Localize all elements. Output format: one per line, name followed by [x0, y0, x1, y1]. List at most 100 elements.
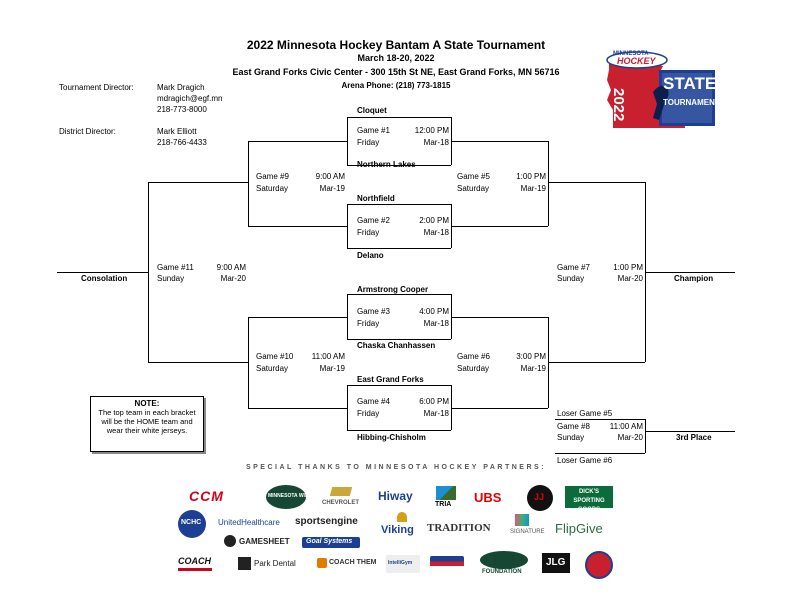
tria-logo-icon [436, 486, 456, 500]
sponsor-park-dental: Park Dental [254, 559, 296, 568]
game5-name: Game #5 [457, 172, 490, 181]
sponsor-jj: JJ [534, 492, 545, 502]
viking-icon [397, 512, 407, 522]
wild-foundation-logo-icon [480, 551, 528, 569]
game3-date: Mar-18 [423, 319, 449, 328]
tournament-director-email[interactable]: mdragich@egf.mn [157, 94, 223, 103]
district-director-name: Mark Elliott [157, 127, 197, 136]
sponsor-tradition: TRADITION [427, 522, 491, 534]
game3-name: Game #3 [357, 307, 390, 316]
sponsor-nchc-logo-icon [178, 510, 206, 538]
team-hibbing-chisholm: Hibbing-Chisholm [357, 433, 426, 442]
tournament-director-name: Mark Dragich [157, 83, 205, 92]
sponsor-ubs: UBS [474, 490, 502, 505]
game9-day: Saturday [256, 184, 289, 193]
game9-name: Game #9 [256, 172, 289, 181]
game4-time: 6:00 PM [419, 397, 449, 406]
game11-date: Mar-20 [220, 274, 246, 283]
game5-day: Saturday [457, 184, 490, 193]
sponsor-wild-logo-icon [266, 485, 306, 509]
loser-game6-label: Loser Game #6 [557, 456, 613, 465]
minnesota-state-shape-icon [606, 51, 715, 128]
coach-them-icon [317, 558, 327, 568]
tournament-director-label: Tournament Director: [59, 83, 134, 92]
game7-name: Game #7 [557, 263, 590, 272]
game1-name: Game #1 [357, 126, 390, 135]
team-delano: Delano [357, 251, 384, 260]
sponsor-gamesheet: GAMESHEET [239, 537, 290, 546]
goal-systems-box [302, 537, 360, 548]
sponsor-goal-systems: Goal Systems [306, 538, 353, 545]
game10-name: Game #10 [256, 352, 294, 361]
team-armstrong-cooper: Armstrong Cooper [357, 285, 429, 294]
sponsor-jlg: JLG [546, 557, 566, 568]
district-director-phone: 218-766-4433 [157, 138, 207, 147]
game6-name: Game #6 [457, 352, 490, 361]
logo-hockey-text: HOCKEY [617, 56, 656, 66]
sponsor-dicks: DICK'S SPORTING GOODS [573, 489, 605, 513]
game8-date: Mar-20 [617, 433, 643, 442]
dicks-logo-box [565, 486, 613, 508]
game10-time: 11:00 AM [311, 352, 345, 361]
gamesheet-logo-icon [224, 535, 236, 547]
game4-name: Game #4 [357, 397, 390, 406]
state-tournament-logo: MINNESOTA HOCKEY 2022 STATE TOURNAMENT [603, 50, 720, 130]
sponsor-ccm: CCM [189, 488, 224, 504]
champion-label: Champion [674, 274, 714, 283]
game1-time: 12:00 PM [414, 126, 449, 135]
game6-date: Mar-19 [520, 364, 546, 373]
game8-time: 11:00 AM [609, 422, 643, 431]
sponsor-chevrolet: CHEVROLET [322, 500, 360, 506]
game3-time: 4:00 PM [419, 307, 449, 316]
game6-day: Saturday [457, 364, 490, 373]
sponsor-jj-logo-icon [527, 485, 553, 511]
partner-seal-icon [585, 551, 613, 579]
note-line-1: The top team in each bracket [98, 408, 196, 417]
jlg-logo-box [542, 553, 570, 573]
team-east-grand-forks: East Grand Forks [357, 375, 424, 384]
game7-day: Sunday [557, 274, 585, 283]
sponsor-coach: COACH [178, 556, 211, 566]
team-northern-lakes: Northern Lakes [357, 160, 416, 169]
chevrolet-bowtie-icon [329, 487, 353, 496]
logo-top-text: MINNESOTA [613, 51, 649, 57]
sponsor-sportsengine: sportsengine [295, 516, 358, 527]
note-title: NOTE: [134, 399, 160, 408]
sponsor-nchc: NCHC [181, 519, 202, 526]
arena-phone: Arena Phone: (218) 773-1815 [341, 81, 451, 90]
game7-date: Mar-20 [617, 274, 643, 283]
signature-logo-icon [515, 514, 529, 526]
coach-logo-accent [178, 568, 212, 571]
game7-time: 1:00 PM [613, 263, 643, 272]
sponsor-tria: TRIA [435, 501, 452, 508]
team-northfield: Northfield [357, 194, 395, 203]
note-line-2: will be the HOME team and [101, 417, 193, 426]
park-dental-icon [238, 557, 251, 570]
intelligym-box [386, 555, 420, 573]
sponsor-wild-foundation: FOUNDATION [482, 569, 522, 575]
game11-time: 9:00 AM [216, 263, 246, 272]
game9-time: 9:00 AM [315, 172, 345, 181]
game5-time: 1:00 PM [516, 172, 546, 181]
sponsor-wild: MINNESOTA WILD [268, 493, 312, 499]
tournament-dates: March 18-20, 2022 [357, 53, 435, 63]
game6-time: 3:00 PM [516, 352, 546, 361]
district-director-label: District Director: [59, 127, 116, 136]
sponsor-unitedhealthcare: UnitedHealthcare [218, 518, 280, 527]
home-team-note: NOTE: The top team in each bracket will … [90, 396, 204, 452]
tournament-venue: East Grand Forks Civic Center - 300 15th… [232, 67, 560, 77]
consolation-label: Consolation [81, 274, 128, 283]
game3-day: Friday [357, 319, 380, 328]
loser-game5-label: Loser Game #5 [557, 409, 613, 418]
game1-date: Mar-18 [423, 138, 449, 147]
note-line-3: wear their white jerseys. [106, 426, 188, 435]
game10-date: Mar-19 [319, 364, 345, 373]
game4-date: Mar-18 [423, 409, 449, 418]
game2-name: Game #2 [357, 216, 390, 225]
game2-day: Friday [357, 228, 380, 237]
team-cloquet: Cloquet [357, 106, 387, 115]
game2-date: Mar-18 [423, 228, 449, 237]
sponsor-intelligym: IntelliGym [388, 560, 413, 566]
game11-day: Sunday [157, 274, 185, 283]
tournament-director-phone: 218-773-8000 [157, 105, 207, 114]
